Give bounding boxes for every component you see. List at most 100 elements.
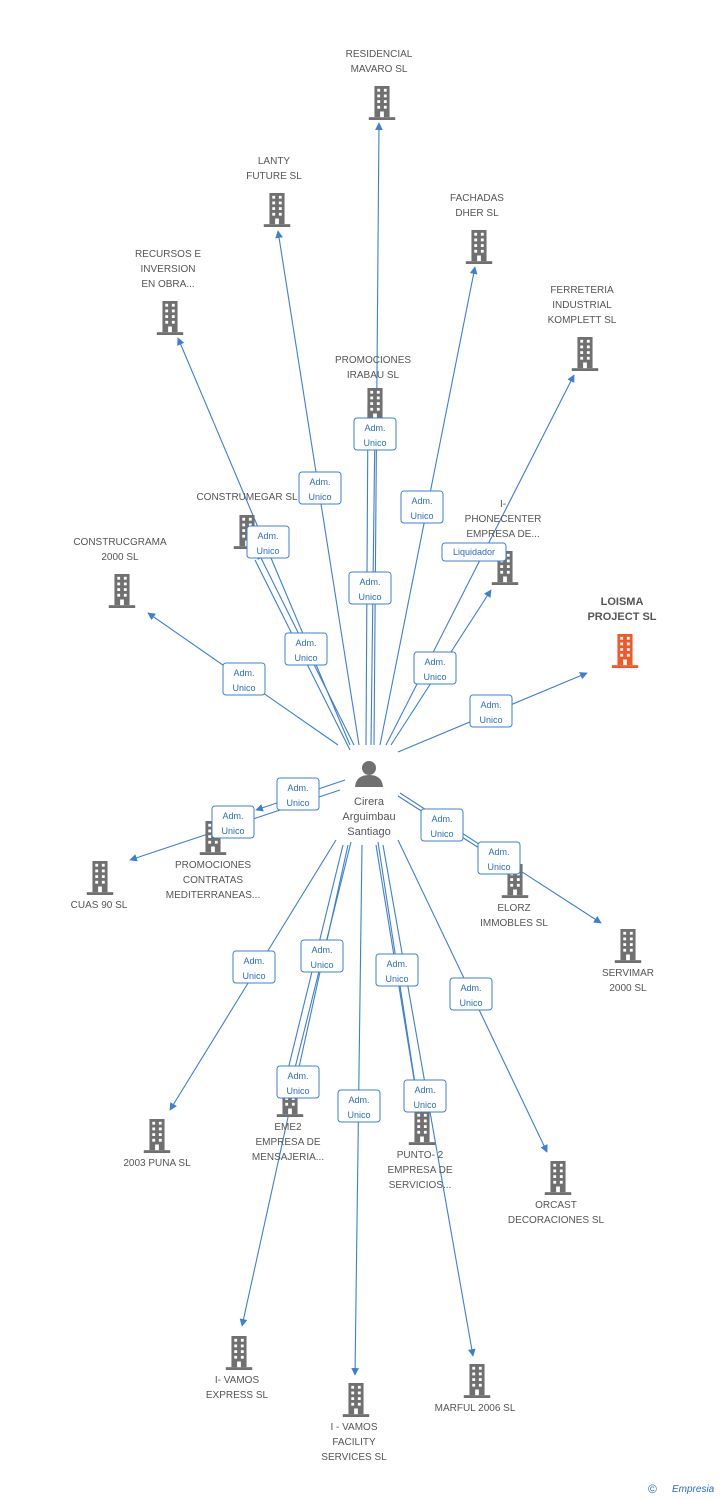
building-icon[interactable] bbox=[225, 1336, 253, 1370]
company-label[interactable]: DHER SL bbox=[455, 208, 499, 219]
company-label[interactable]: PHONECENTER bbox=[465, 514, 542, 525]
company-node-fachadas[interactable]: FACHADAS DHER SL bbox=[450, 193, 504, 264]
role-badge-lanty[interactable]: Adm.Unico bbox=[298, 471, 342, 505]
company-label[interactable]: ELORZ bbox=[497, 903, 530, 914]
badge-box[interactable] bbox=[284, 632, 328, 666]
building-icon[interactable] bbox=[86, 861, 114, 895]
company-node-loisma[interactable]: LOISMA PROJECT SL bbox=[587, 596, 657, 668]
company-label[interactable]: SERVICIOS... bbox=[389, 1180, 452, 1191]
company-label[interactable]: KOMPLETT SL bbox=[548, 315, 617, 326]
role-badge-construmegar[interactable]: Adm.Unico bbox=[284, 632, 328, 666]
role-badge-puna[interactable]: Adm.Unico bbox=[232, 950, 276, 984]
building-icon[interactable] bbox=[342, 1383, 370, 1417]
role-badge-marful[interactable]: Adm.Unico bbox=[403, 1079, 447, 1113]
company-label[interactable]: MEDITERRANEAS... bbox=[166, 890, 260, 901]
role-badge-ferreteria[interactable]: Liquidador bbox=[441, 542, 507, 562]
company-node-puna[interactable]: 2003 PUNA SL bbox=[123, 1119, 191, 1169]
person-name[interactable]: Cirera bbox=[354, 796, 385, 808]
badge-box[interactable] bbox=[211, 805, 255, 839]
company-label[interactable]: EMPRESA DE bbox=[387, 1165, 452, 1176]
company-label[interactable]: FERRETERIA bbox=[550, 285, 614, 296]
building-icon[interactable] bbox=[614, 929, 642, 963]
role-badge-fachadas[interactable]: Adm.Unico bbox=[400, 490, 444, 524]
role-badge-elorz[interactable]: Adm.Unico bbox=[420, 808, 464, 842]
role-badge-orcast[interactable]: Adm.Unico bbox=[449, 977, 493, 1011]
badge-box[interactable] bbox=[353, 417, 397, 451]
company-label[interactable]: PROMOCIONES bbox=[175, 860, 251, 871]
role-badge-ivamos-express[interactable]: Adm.Unico bbox=[276, 1065, 320, 1099]
person-name[interactable]: Arguimbau bbox=[342, 811, 395, 823]
badge-box[interactable] bbox=[246, 525, 290, 559]
company-node-cuas[interactable]: CUAS 90 SL bbox=[71, 861, 128, 911]
building-icon[interactable] bbox=[143, 1119, 171, 1153]
company-label[interactable]: LANTY bbox=[258, 156, 291, 167]
company-label[interactable]: CUAS 90 SL bbox=[71, 900, 128, 911]
building-icon[interactable] bbox=[544, 1161, 572, 1195]
company-label[interactable]: FUTURE SL bbox=[246, 171, 302, 182]
company-label[interactable]: EN OBRA... bbox=[141, 279, 194, 290]
company-label[interactable]: PROMOCIONES bbox=[335, 355, 411, 366]
person-icon[interactable] bbox=[355, 761, 383, 787]
badge-box[interactable] bbox=[375, 953, 419, 987]
role-badge-construcgrama[interactable]: Adm.Unico bbox=[222, 662, 266, 696]
company-label[interactable]: EME2 bbox=[274, 1122, 302, 1133]
company-label[interactable]: 2003 PUNA SL bbox=[123, 1158, 191, 1169]
building-icon[interactable] bbox=[361, 388, 389, 422]
company-node-marful[interactable]: MARFUL 2006 SL bbox=[435, 1364, 516, 1414]
role-badge-eme2[interactable]: Adm.Unico bbox=[300, 939, 344, 973]
role-badge-servimar[interactable]: Adm.Unico bbox=[477, 841, 521, 875]
badge-box[interactable] bbox=[300, 939, 344, 973]
badge-box[interactable] bbox=[298, 471, 342, 505]
company-label[interactable]: 2000 SL bbox=[101, 552, 139, 563]
building-icon[interactable] bbox=[611, 634, 639, 668]
role-badge-ivamos-facility[interactable]: Adm.Unico bbox=[337, 1089, 381, 1123]
company-node-construmegar[interactable]: CONSTRUMEGAR SL bbox=[196, 492, 298, 549]
building-icon[interactable] bbox=[108, 574, 136, 608]
company-label[interactable]: RESIDENCIAL bbox=[346, 49, 413, 60]
building-icon[interactable] bbox=[465, 230, 493, 264]
badge-box[interactable] bbox=[441, 542, 507, 562]
building-icon[interactable] bbox=[368, 86, 396, 120]
company-label[interactable]: LOISMA bbox=[601, 596, 644, 608]
company-label[interactable]: EMPRESA DE... bbox=[466, 529, 539, 540]
building-icon[interactable] bbox=[263, 193, 291, 227]
building-icon[interactable] bbox=[571, 337, 599, 371]
company-label[interactable]: MENSAJERIA... bbox=[252, 1152, 324, 1163]
building-icon[interactable] bbox=[463, 1364, 491, 1398]
badge-box[interactable] bbox=[337, 1089, 381, 1123]
company-label[interactable]: FACHADAS bbox=[450, 193, 504, 204]
company-label[interactable]: CONSTRUMEGAR SL bbox=[196, 492, 298, 503]
building-icon[interactable] bbox=[156, 301, 184, 335]
footer-credit[interactable]: © Empresia bbox=[648, 1482, 715, 1496]
badge-box[interactable] bbox=[400, 490, 444, 524]
badge-box[interactable] bbox=[469, 694, 513, 728]
role-badge-phonecenter[interactable]: Adm.Unico bbox=[413, 651, 457, 685]
company-label[interactable]: MARFUL 2006 SL bbox=[435, 1403, 516, 1414]
badge-box[interactable] bbox=[276, 1065, 320, 1099]
role-badge-residencial[interactable]: Adm.Unico bbox=[353, 417, 397, 451]
company-node-ferreteria[interactable]: FERRETERIA INDUSTRIAL KOMPLETT SL bbox=[548, 285, 617, 371]
role-badge-promociones-contratas[interactable]: Adm.Unico bbox=[276, 777, 320, 811]
empresia-logo[interactable]: Empresia bbox=[672, 1484, 715, 1495]
badge-box[interactable] bbox=[232, 950, 276, 984]
company-label[interactable]: FACILITY bbox=[332, 1437, 376, 1448]
badge-box[interactable] bbox=[403, 1079, 447, 1113]
company-label[interactable]: PROJECT SL bbox=[587, 611, 656, 623]
company-label[interactable]: I - VAMOS bbox=[330, 1422, 377, 1433]
company-label[interactable]: INDUSTRIAL bbox=[552, 300, 612, 311]
company-label[interactable]: ORCAST bbox=[535, 1200, 577, 1211]
company-label[interactable]: RECURSOS E bbox=[135, 249, 201, 260]
role-badge-loisma[interactable]: Adm.Unico bbox=[469, 694, 513, 728]
person-name[interactable]: Santiago bbox=[347, 826, 390, 838]
